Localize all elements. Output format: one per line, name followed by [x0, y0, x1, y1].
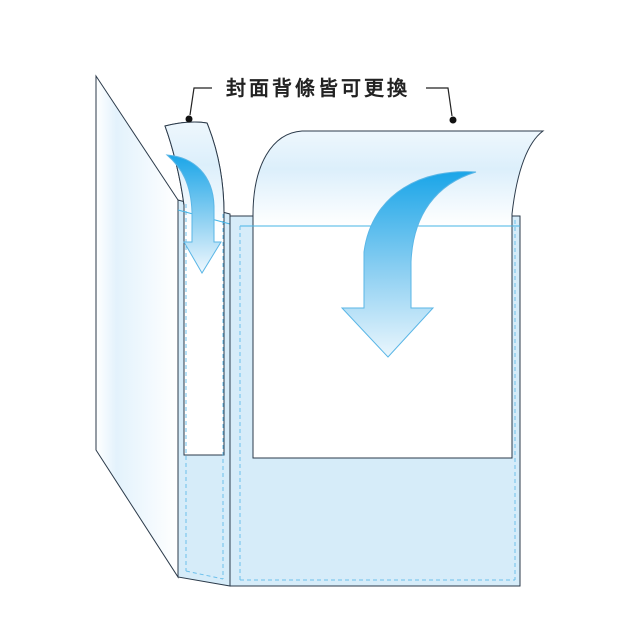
leader-dot-left: [185, 115, 193, 123]
front-insert-sheet-edge: [252, 130, 545, 459]
leader-dot-right: [449, 116, 457, 124]
front-insert-sheet-top-tint: [253, 131, 543, 226]
back-cover-panel: [95, 74, 179, 579]
leader-line-right: [426, 87, 453, 117]
front-insert-arrow: [340, 171, 477, 358]
spine-seam-bottom: [185, 570, 224, 580]
caption-text: 封面背條皆可更換: [226, 76, 410, 100]
leader-line-left: [189, 87, 212, 116]
spine-insert-arrow: [165, 154, 222, 274]
